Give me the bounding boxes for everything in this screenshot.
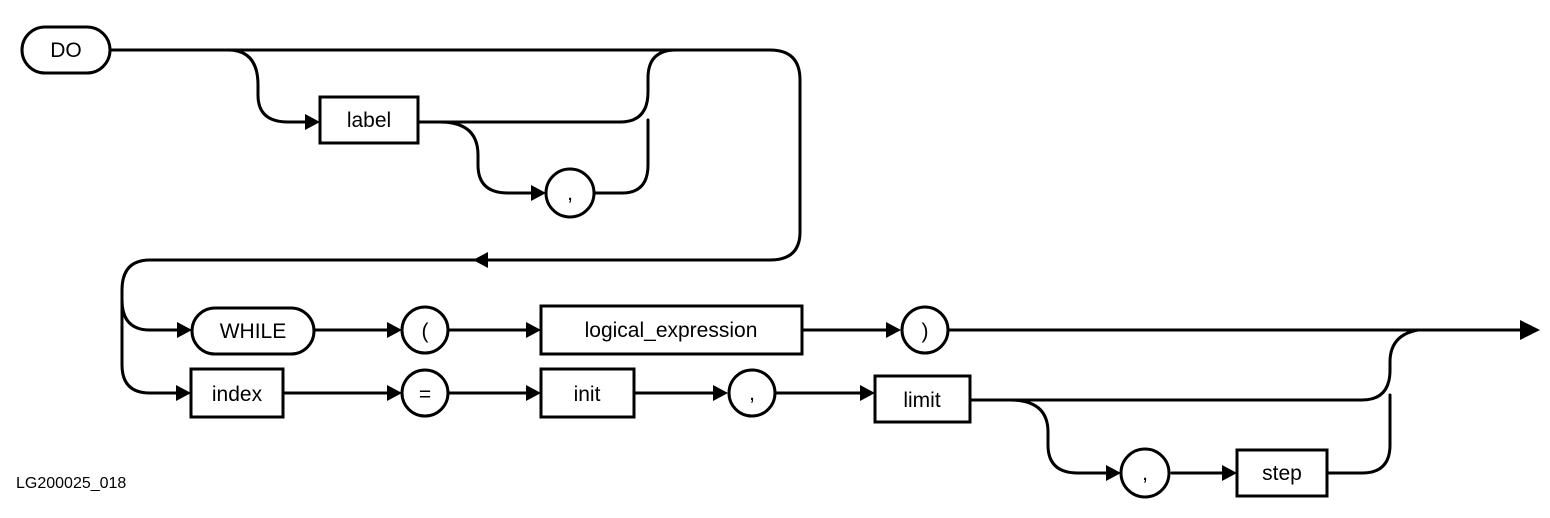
- branch-step: [1008, 398, 1110, 475]
- arrow-to-init-comma: [713, 385, 728, 401]
- nonterminal-logical-expression: logical_expression: [539, 304, 804, 356]
- symbol-comma-after-init-text: ,: [749, 382, 755, 405]
- arrow-to-expression: [526, 322, 541, 338]
- symbol-close-paren-text: ): [922, 320, 929, 343]
- arrow-loop-back: [473, 252, 488, 268]
- symbol-comma-before-step: ,: [1119, 447, 1171, 499]
- comma-rejoin: [593, 118, 650, 195]
- branch-label: [226, 48, 308, 124]
- arrow-to-limit: [860, 385, 875, 401]
- symbol-equals: =: [400, 368, 450, 418]
- symbol-equals-text: =: [419, 383, 431, 406]
- label-rejoin: [416, 48, 678, 124]
- limit-to-exit: [968, 328, 1420, 402]
- arrow-to-while: [177, 322, 192, 338]
- arrow-to-index: [176, 385, 191, 401]
- diagram-lines: [108, 48, 1522, 475]
- symbol-open-paren: (: [400, 305, 450, 355]
- symbol-comma-before-step-text: ,: [1142, 462, 1148, 485]
- symbol-open-paren-text: (: [422, 320, 429, 343]
- symbol-close-paren: ): [900, 305, 950, 355]
- arrow-to-equals: [387, 385, 402, 401]
- nonterminal-step: step: [1235, 448, 1329, 498]
- arrow-to-step-comma: [1106, 465, 1121, 481]
- nonterminal-init-text: init: [574, 383, 601, 406]
- keyword-do: DO: [20, 25, 112, 75]
- nonterminal-label: label: [318, 95, 420, 145]
- diagram-arrows: [176, 114, 1540, 481]
- arrow-to-comma: [531, 185, 546, 201]
- nonterminal-index: index: [189, 367, 285, 419]
- figure-caption: LG200025_018: [16, 475, 126, 492]
- arrow-to-open-paren: [387, 322, 402, 338]
- symbol-comma-label-text: ,: [567, 182, 573, 205]
- nonterminal-init: init: [539, 367, 636, 419]
- arrow-exit: [1520, 320, 1540, 340]
- main-track-top: [108, 48, 802, 395]
- nonterminal-logical-expression-text: logical_expression: [585, 319, 758, 342]
- branch-label-comma: [438, 120, 535, 195]
- branch-to-while: [120, 298, 180, 332]
- arrow-to-label: [305, 114, 320, 130]
- keyword-while-label: WHILE: [220, 320, 287, 343]
- arrow-to-close-paren: [886, 322, 901, 338]
- symbol-comma-label: ,: [544, 167, 596, 219]
- symbol-comma-after-init: ,: [727, 368, 777, 418]
- keyword-do-label: DO: [50, 39, 82, 62]
- step-rejoin: [1325, 393, 1392, 475]
- keyword-while: WHILE: [190, 306, 316, 356]
- nonterminal-index-text: index: [212, 383, 263, 406]
- nonterminal-step-text: step: [1262, 462, 1302, 485]
- nonterminal-limit: limit: [873, 374, 972, 424]
- nonterminal-limit-text: limit: [903, 389, 940, 412]
- arrow-to-init: [526, 385, 541, 401]
- nonterminal-label-text: label: [347, 109, 391, 132]
- arrow-to-step: [1222, 465, 1237, 481]
